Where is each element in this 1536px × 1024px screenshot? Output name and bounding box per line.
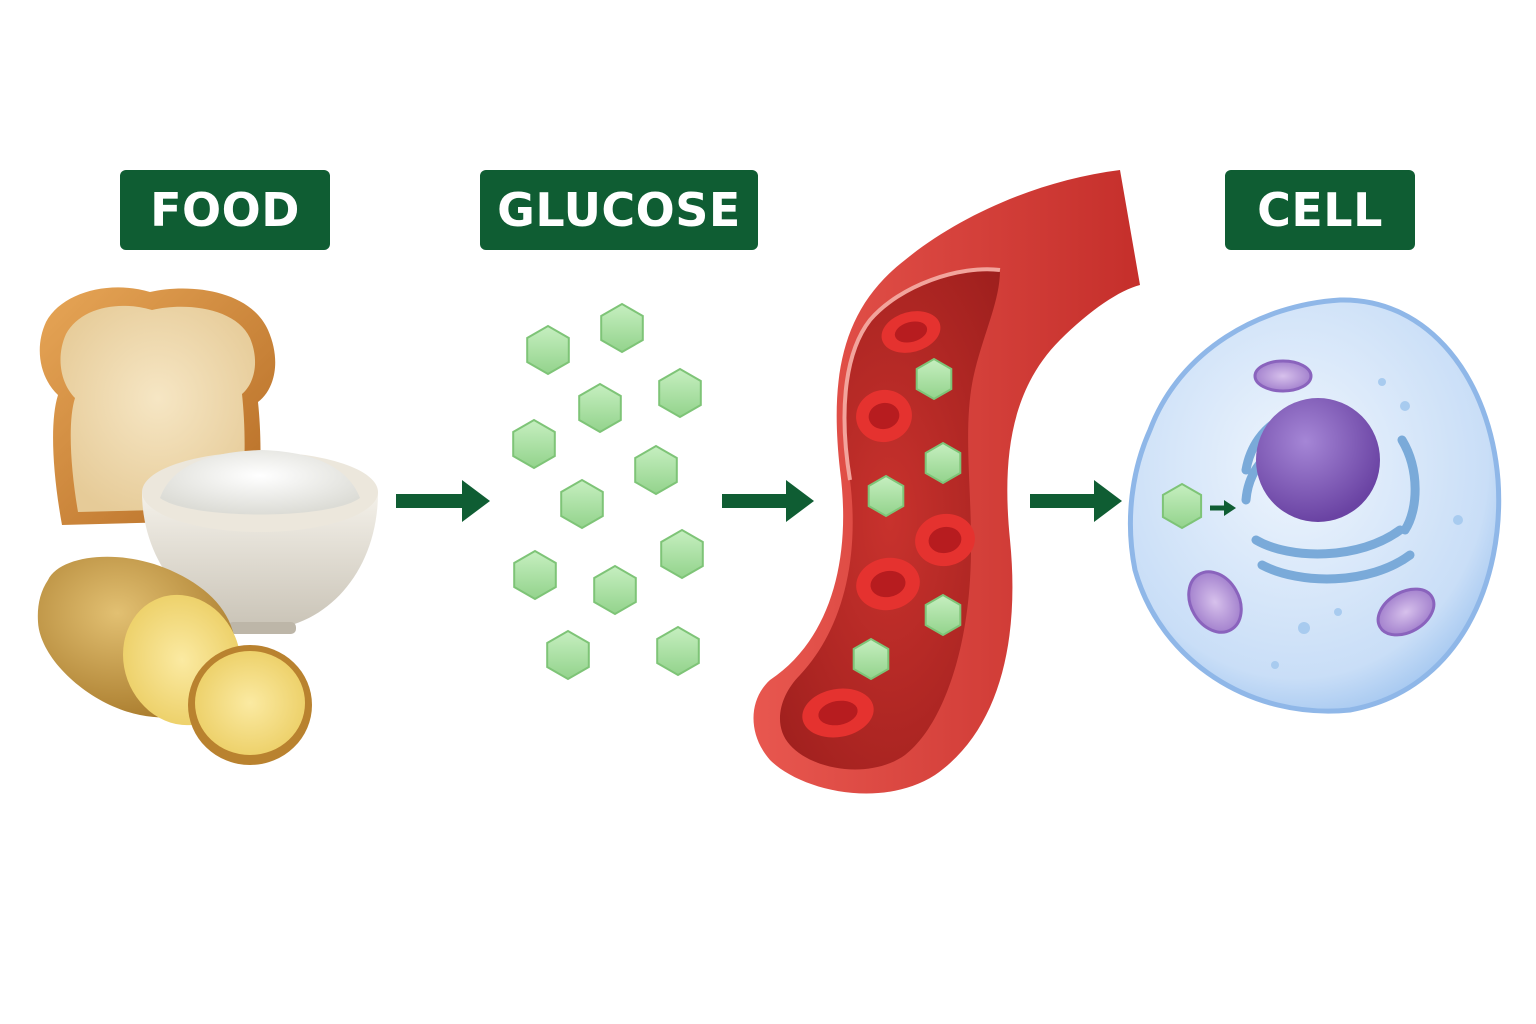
blood-glucose-molecule-icon <box>924 593 962 637</box>
blood-glucose-molecule-icon <box>852 637 890 681</box>
red-blood-cell-icon <box>915 513 975 567</box>
glucose-molecule-icon <box>512 418 556 470</box>
glucose-molecule-icon <box>1161 482 1203 530</box>
blood-glucose-molecule-icon <box>867 474 905 518</box>
glucose-molecule-icon <box>526 324 570 376</box>
rice-bowl-icon <box>142 450 378 634</box>
glucose-molecule-icon <box>660 528 704 580</box>
red-blood-cell-icon <box>802 688 874 738</box>
glucose-molecule-icon <box>656 625 700 677</box>
glucose-molecule-icon <box>593 564 637 616</box>
mitochondria-group <box>1187 359 1436 637</box>
nucleus-icon <box>1256 398 1380 522</box>
blood-glucose-group <box>852 357 962 681</box>
vesicles-group <box>1186 378 1463 669</box>
cell-label: CELL <box>1225 170 1415 250</box>
glucose-molecule-icon <box>513 549 557 601</box>
food-group <box>37 287 378 765</box>
glucose-molecule-icon <box>600 302 644 354</box>
arrow-head-1 <box>462 480 490 522</box>
blood-glucose-molecule-icon <box>924 441 962 485</box>
glucose-molecule-icon <box>560 478 604 530</box>
red-blood-cell-icon <box>856 389 912 443</box>
cell-icon <box>1127 297 1502 714</box>
glucose-molecule-icon <box>634 444 678 496</box>
red-blood-cell-icon <box>856 557 920 611</box>
glucose-label: GLUCOSE <box>480 170 758 250</box>
glucose-molecule-icon <box>546 629 590 681</box>
cell-entry-arrow-head <box>1224 500 1236 516</box>
red-blood-cell-icon <box>881 311 941 353</box>
arrow-head-3 <box>1094 480 1122 522</box>
potato-icon <box>37 556 312 765</box>
glucose-entering-cell <box>1161 482 1203 530</box>
blood-glucose-molecule-icon <box>915 357 953 401</box>
arrow-head-2 <box>786 480 814 522</box>
glucose-molecules-group <box>512 302 704 681</box>
glucose-molecule-icon <box>578 382 622 434</box>
glucose-molecule-icon <box>658 367 702 419</box>
red-blood-cells-group <box>802 311 975 738</box>
food-label: FOOD <box>120 170 330 250</box>
